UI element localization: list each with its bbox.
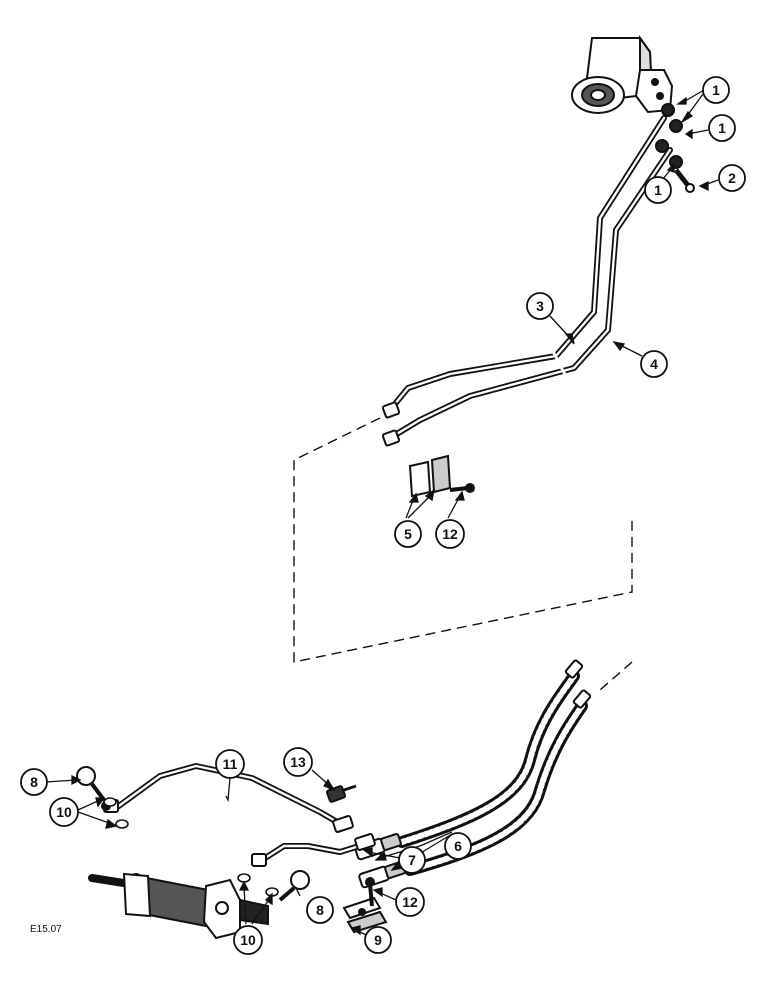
pipe-4-core [388, 148, 672, 440]
banjo-bolt-upper [76, 766, 111, 811]
hose-6-upper-braid [399, 673, 577, 845]
callout-2: 2 [718, 164, 746, 192]
callout-1b-label: 1 [718, 120, 726, 136]
figure-code: E15.07 [30, 924, 62, 935]
hose-end-fittings [354, 659, 592, 889]
callout-4-label: 4 [650, 356, 658, 372]
dashed-leaders [293, 417, 633, 691]
callout-5-label: 5 [404, 526, 412, 542]
callout-8-upper: 8 [20, 768, 48, 796]
callout-12-lower: 12 [395, 887, 425, 917]
callout-12-upper-label: 12 [442, 526, 458, 542]
callout-1a-label: 1 [712, 82, 720, 98]
valve-block [571, 34, 674, 114]
callout-12-lower-label: 12 [402, 894, 418, 910]
callout-6: 6 [444, 832, 472, 860]
callout-1c: 1 [644, 176, 672, 204]
leader-lines [45, 89, 719, 937]
pressure-switch [325, 784, 357, 803]
pipe-breaks [550, 349, 568, 377]
banjo-bolt-lower [278, 870, 310, 902]
callout-7-label: 7 [408, 852, 416, 868]
fittings-group [655, 103, 695, 193]
callout-3: 3 [526, 292, 554, 320]
callout-1b: 1 [708, 114, 736, 142]
pipe-7-core [260, 840, 374, 862]
callout-9-label: 9 [374, 932, 382, 948]
callout-11: 11 [215, 749, 245, 779]
callout-12-upper: 12 [435, 519, 465, 549]
callout-13: 13 [283, 747, 313, 777]
pipe-end-fittings-lower [103, 799, 376, 867]
callout-2-label: 2 [728, 170, 736, 186]
callout-5: 5 [394, 520, 422, 548]
callout-4: 4 [640, 350, 668, 378]
callout-1a: 1 [702, 76, 730, 104]
callout-10-lower: 10 [233, 925, 263, 955]
callout-10-lower-label: 10 [240, 932, 256, 948]
callout-6-label: 6 [454, 838, 462, 854]
pipe-clip [408, 454, 475, 498]
callout-3-label: 3 [536, 298, 544, 314]
pipe-end-nuts [381, 401, 401, 447]
pipe-3 [387, 115, 667, 413]
callout-1c-label: 1 [654, 182, 662, 198]
callout-8-lower: 8 [306, 896, 334, 924]
steering-cylinder [88, 872, 269, 940]
callout-8-lower-label: 8 [316, 902, 324, 918]
callout-11-label: 11 [223, 756, 238, 772]
pipe-4 [387, 147, 673, 441]
callout-13-label: 13 [290, 754, 306, 770]
callout-10-upper: 10 [49, 797, 79, 827]
pipe-3-core [388, 116, 666, 412]
hose-6-lower [404, 700, 588, 876]
callout-9: 9 [364, 926, 392, 954]
callout-8-upper-label: 8 [30, 774, 38, 790]
hose-6-lower-braid [407, 703, 585, 873]
callout-7: 7 [398, 846, 426, 874]
callout-10-upper-label: 10 [56, 804, 72, 820]
